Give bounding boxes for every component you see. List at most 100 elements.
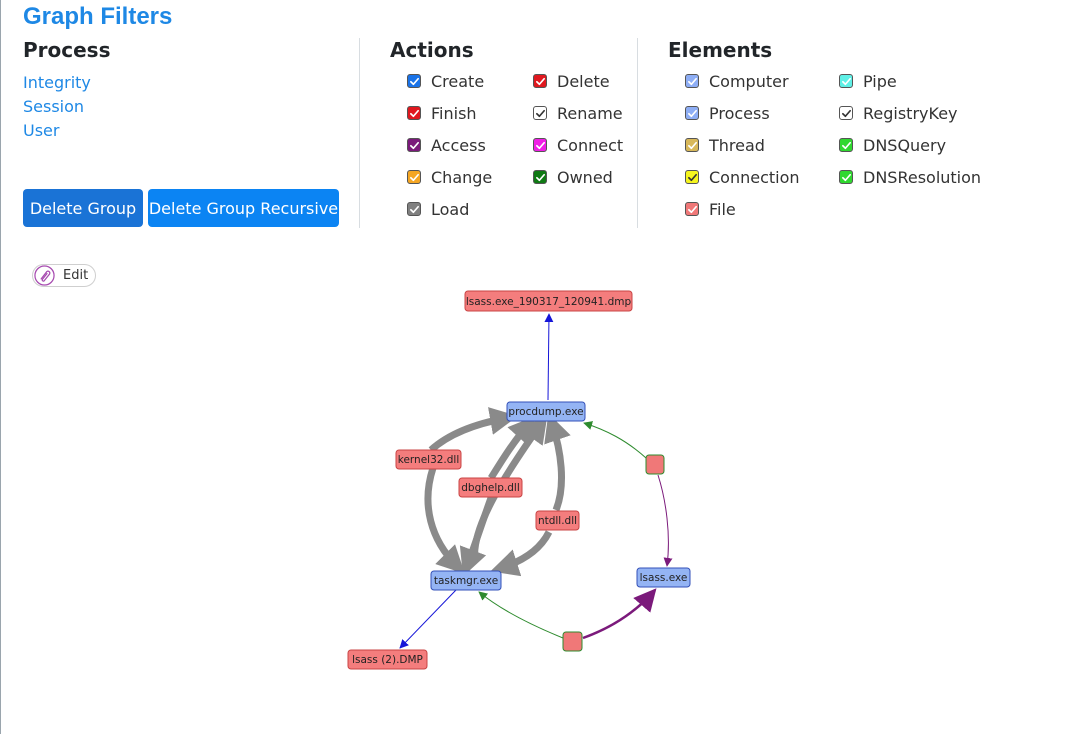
filter-checkbox-process[interactable]: Process — [685, 102, 770, 124]
checkbox-label: Load — [431, 199, 470, 219]
section-divider — [637, 38, 638, 228]
checkbox-icon[interactable] — [685, 138, 699, 152]
checkbox-label: Pipe — [863, 71, 897, 91]
edge-procdump-create-dump — [544, 313, 554, 401]
checkbox-label: Process — [709, 103, 770, 123]
delete-group-button[interactable]: Delete Group — [23, 189, 143, 227]
filter-checkbox-delete[interactable]: Delete — [533, 70, 610, 92]
process-link-session[interactable]: Session — [23, 97, 85, 116]
filter-checkbox-thread[interactable]: Thread — [685, 134, 765, 156]
checkbox-label: Rename — [557, 103, 623, 123]
filter-checkbox-load[interactable]: Load — [407, 198, 469, 220]
delete-group-recursive-button[interactable]: Delete Group Recursive — [148, 189, 339, 227]
checkbox-label: Delete — [557, 71, 610, 91]
checkbox-label: Thread — [709, 135, 765, 155]
checkbox-icon[interactable] — [533, 106, 547, 120]
edge-conn1-access-lsass — [657, 474, 673, 567]
checkbox-icon[interactable] — [685, 202, 699, 216]
node-dump-file[interactable]: lsass.exe_190317_120941.dmp — [464, 290, 633, 312]
node-ntdll[interactable]: ntdll.dll — [535, 510, 580, 531]
checkbox-icon[interactable] — [533, 170, 547, 184]
checkbox-icon[interactable] — [685, 170, 699, 184]
edit-button[interactable]: Edit — [32, 264, 96, 287]
filter-checkbox-rename[interactable]: Rename — [533, 102, 623, 124]
edge-conn2-access-lsass — [582, 588, 657, 640]
checkbox-icon[interactable] — [839, 106, 853, 120]
process-heading: Process — [23, 38, 111, 62]
node-label: dbghelp.dll — [461, 482, 520, 494]
checkbox-label: DNSResolution — [863, 167, 982, 187]
node-label: lsass.exe — [640, 572, 688, 584]
filter-checkbox-registrykey[interactable]: RegistryKey — [839, 102, 958, 124]
filter-checkbox-computer[interactable]: Computer — [685, 70, 789, 92]
filter-checkbox-dnsresolution[interactable]: DNSResolution — [839, 166, 981, 188]
edge-conn1-connect-procdump — [583, 421, 647, 459]
page-title: Graph Filters — [23, 3, 173, 30]
node-lsass-dmp[interactable]: lsass (2).DMP — [347, 649, 428, 670]
node-dbghelp[interactable]: dbghelp.dll — [458, 477, 523, 498]
checkbox-label: Connection — [709, 167, 800, 187]
edge-kernel32-load-procdump — [428, 407, 519, 453]
elements-heading: Elements — [668, 38, 773, 62]
checkbox-label: Owned — [557, 167, 613, 187]
edge-kernel32-load-taskmgr — [424, 466, 465, 574]
checkbox-icon[interactable] — [407, 170, 421, 184]
checkbox-label: Finish — [431, 103, 477, 123]
filter-checkbox-pipe[interactable]: Pipe — [839, 70, 897, 92]
checkbox-icon[interactable] — [839, 74, 853, 88]
filter-checkbox-finish[interactable]: Finish — [407, 102, 477, 124]
checkbox-label: Computer — [709, 71, 789, 91]
checkbox-label: Create — [431, 71, 485, 91]
checkbox-icon[interactable] — [839, 138, 853, 152]
filter-checkbox-dnsquery[interactable]: DNSQuery — [839, 134, 946, 156]
graph-nodes: lsass.exe_190317_120941.dmp procdump.exe… — [347, 290, 691, 670]
graph-edges — [399, 313, 673, 649]
checkbox-label: Access — [431, 135, 486, 155]
checkbox-icon[interactable] — [407, 106, 421, 120]
node-lsass[interactable]: lsass.exe — [636, 567, 691, 588]
checkbox-label: RegistryKey — [863, 103, 958, 123]
checkbox-icon[interactable] — [685, 106, 699, 120]
node-label: procdump.exe — [508, 406, 583, 418]
process-link-integrity[interactable]: Integrity — [23, 73, 91, 92]
checkbox-icon[interactable] — [533, 138, 547, 152]
checkbox-icon[interactable] — [407, 74, 421, 88]
checkbox-label: DNSQuery — [863, 135, 947, 155]
node-connection-upper[interactable] — [645, 454, 665, 475]
edit-label: Edit — [63, 268, 89, 283]
checkbox-icon[interactable] — [533, 74, 547, 88]
checkbox-label: Connect — [557, 135, 624, 155]
filter-checkbox-owned[interactable]: Owned — [533, 166, 613, 188]
checkbox-label: Change — [431, 167, 493, 187]
checkbox-icon[interactable] — [407, 138, 421, 152]
edge-conn2-connect-taskmgr — [478, 591, 564, 639]
checkbox-label: File — [709, 199, 736, 219]
process-link-user[interactable]: User — [23, 121, 60, 140]
filter-checkbox-connection[interactable]: Connection — [685, 166, 800, 188]
section-divider — [359, 38, 360, 228]
checkbox-icon[interactable] — [839, 170, 853, 184]
node-label: ntdll.dll — [538, 515, 577, 527]
edge-dbghelp-load-procdump — [488, 415, 537, 480]
edge-ntdll-load-procdump — [544, 413, 571, 512]
node-label: kernel32.dll — [398, 454, 460, 466]
node-label: lsass.exe_190317_120941.dmp — [466, 296, 632, 308]
node-connection-lower[interactable] — [562, 631, 583, 652]
node-label: lsass (2).DMP — [352, 654, 423, 666]
node-procdump[interactable]: procdump.exe — [506, 401, 586, 422]
node-taskmgr[interactable]: taskmgr.exe — [430, 570, 502, 591]
checkbox-icon[interactable] — [685, 74, 699, 88]
filter-checkbox-connect[interactable]: Connect — [533, 134, 623, 156]
filter-checkbox-change[interactable]: Change — [407, 166, 492, 188]
filter-checkbox-file[interactable]: File — [685, 198, 736, 220]
edge-taskmgr-create-lsass-dmp — [399, 589, 457, 649]
node-label: taskmgr.exe — [434, 575, 498, 587]
edge-ntdll-load-taskmgr — [490, 530, 553, 577]
filter-checkbox-access[interactable]: Access — [407, 134, 486, 156]
node-kernel32[interactable]: kernel32.dll — [395, 449, 462, 470]
filter-checkbox-create[interactable]: Create — [407, 70, 484, 92]
actions-heading: Actions — [390, 38, 474, 62]
checkbox-icon[interactable] — [407, 202, 421, 216]
paperclip-icon — [34, 265, 55, 286]
